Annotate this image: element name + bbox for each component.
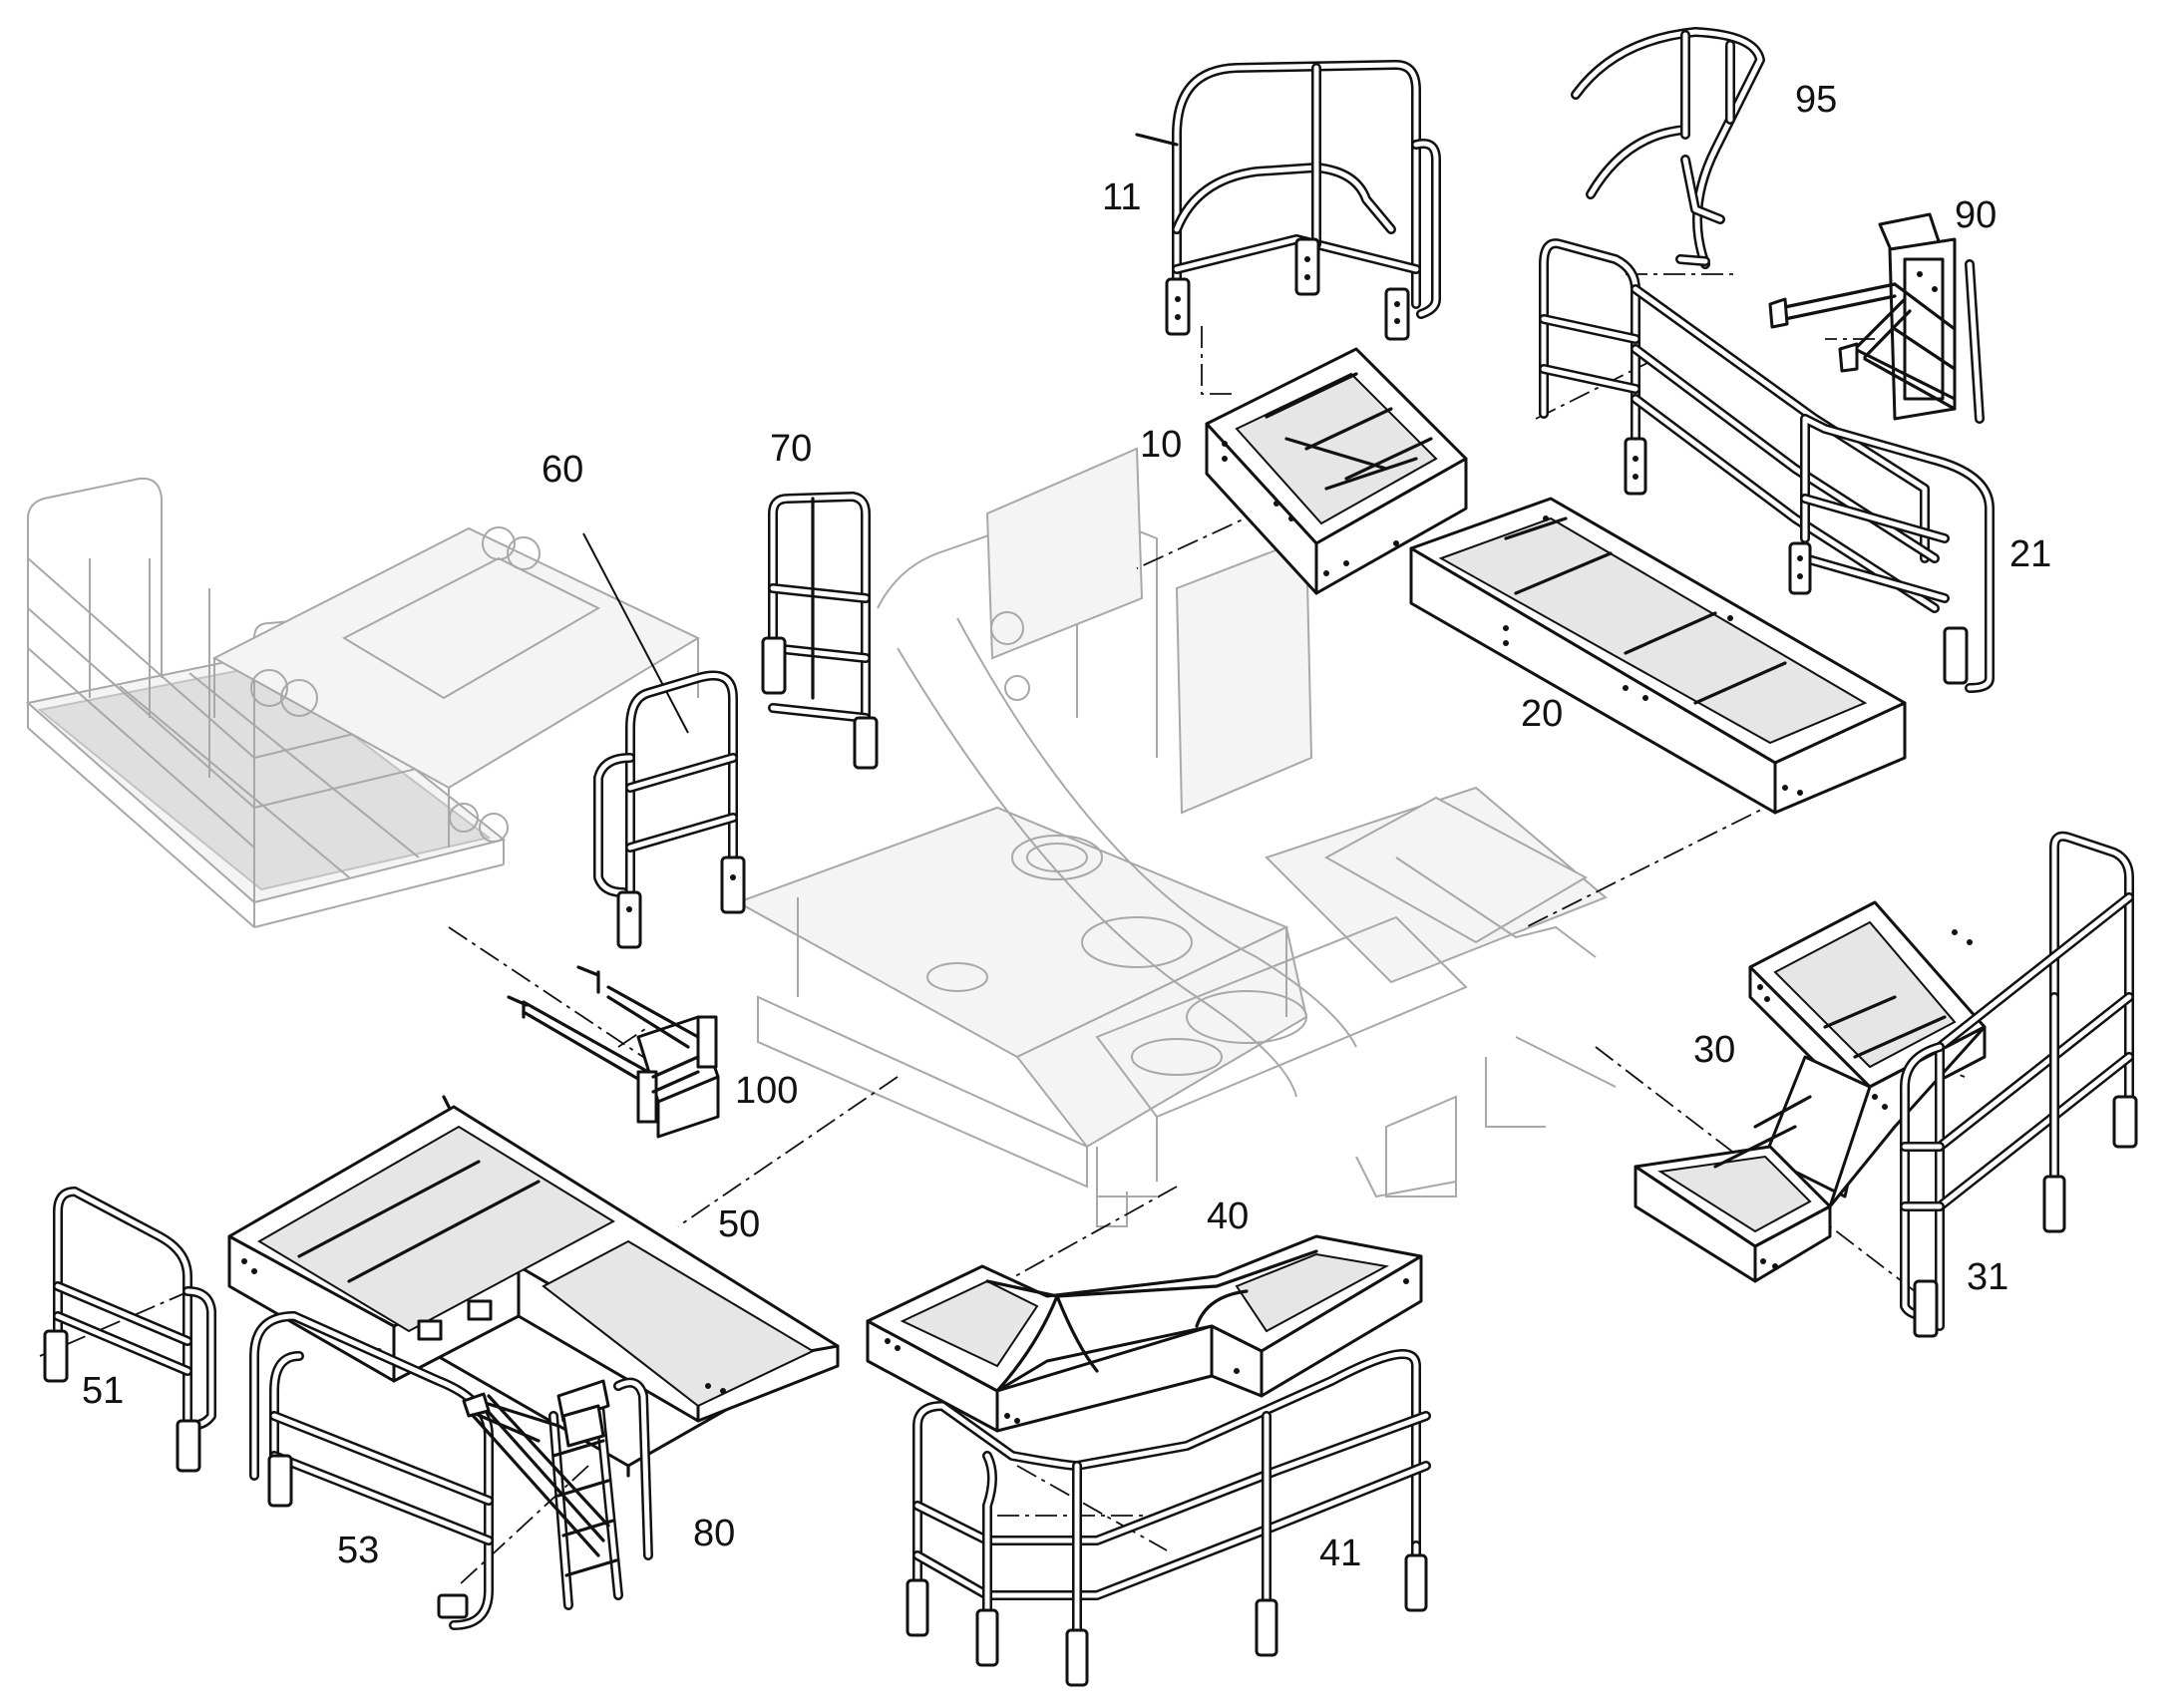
callout-90: 90: [1955, 194, 1997, 236]
handrail-31: [1900, 831, 2138, 1338]
platform-40: [866, 1234, 1423, 1433]
handrail-21: [1539, 238, 1995, 693]
platform-50: [227, 1095, 840, 1478]
callout-20: 20: [1521, 693, 1563, 735]
platform-20: [1409, 497, 1907, 815]
callout-95: 95: [1795, 79, 1837, 121]
callout-53: 53: [337, 1530, 379, 1571]
handrail-51: [43, 1187, 216, 1473]
ladder-bracket-90: [1768, 212, 1985, 424]
platform-30: [1634, 900, 1987, 1283]
handrail-60: [582, 532, 746, 949]
handrail-41: [906, 1349, 1431, 1687]
ladder-guard-95: [1571, 27, 1765, 269]
callout-31: 31: [1967, 1256, 2008, 1298]
ghost-chassis: [735, 447, 1617, 1227]
callout-30: 30: [1693, 1029, 1735, 1071]
callout-51: 51: [82, 1370, 124, 1412]
handrail-11: [1135, 60, 1441, 341]
main-frame-ghost: [25, 447, 1617, 1227]
ladder-80: [462, 1377, 653, 1610]
callout-70: 70: [770, 428, 812, 470]
step-bracket-100: [507, 965, 720, 1139]
callout-41: 41: [1319, 1533, 1361, 1574]
handrail-53: [249, 1311, 494, 1630]
callout-50: 50: [718, 1203, 760, 1245]
callout-80: 80: [693, 1513, 735, 1554]
callout-labels: 11 95 90 60 70 10 21 20 100 30 31 40 41 …: [82, 79, 2051, 1574]
callout-10: 10: [1140, 424, 1182, 466]
handrail-70: [761, 492, 879, 770]
callout-40: 40: [1207, 1196, 1249, 1237]
callout-60: 60: [542, 449, 583, 491]
platform-10: [1205, 347, 1468, 595]
ghost-upper-deck: [211, 526, 701, 848]
callout-21: 21: [2009, 533, 2051, 575]
callout-100: 100: [735, 1070, 798, 1112]
callout-11: 11: [1102, 176, 1141, 218]
